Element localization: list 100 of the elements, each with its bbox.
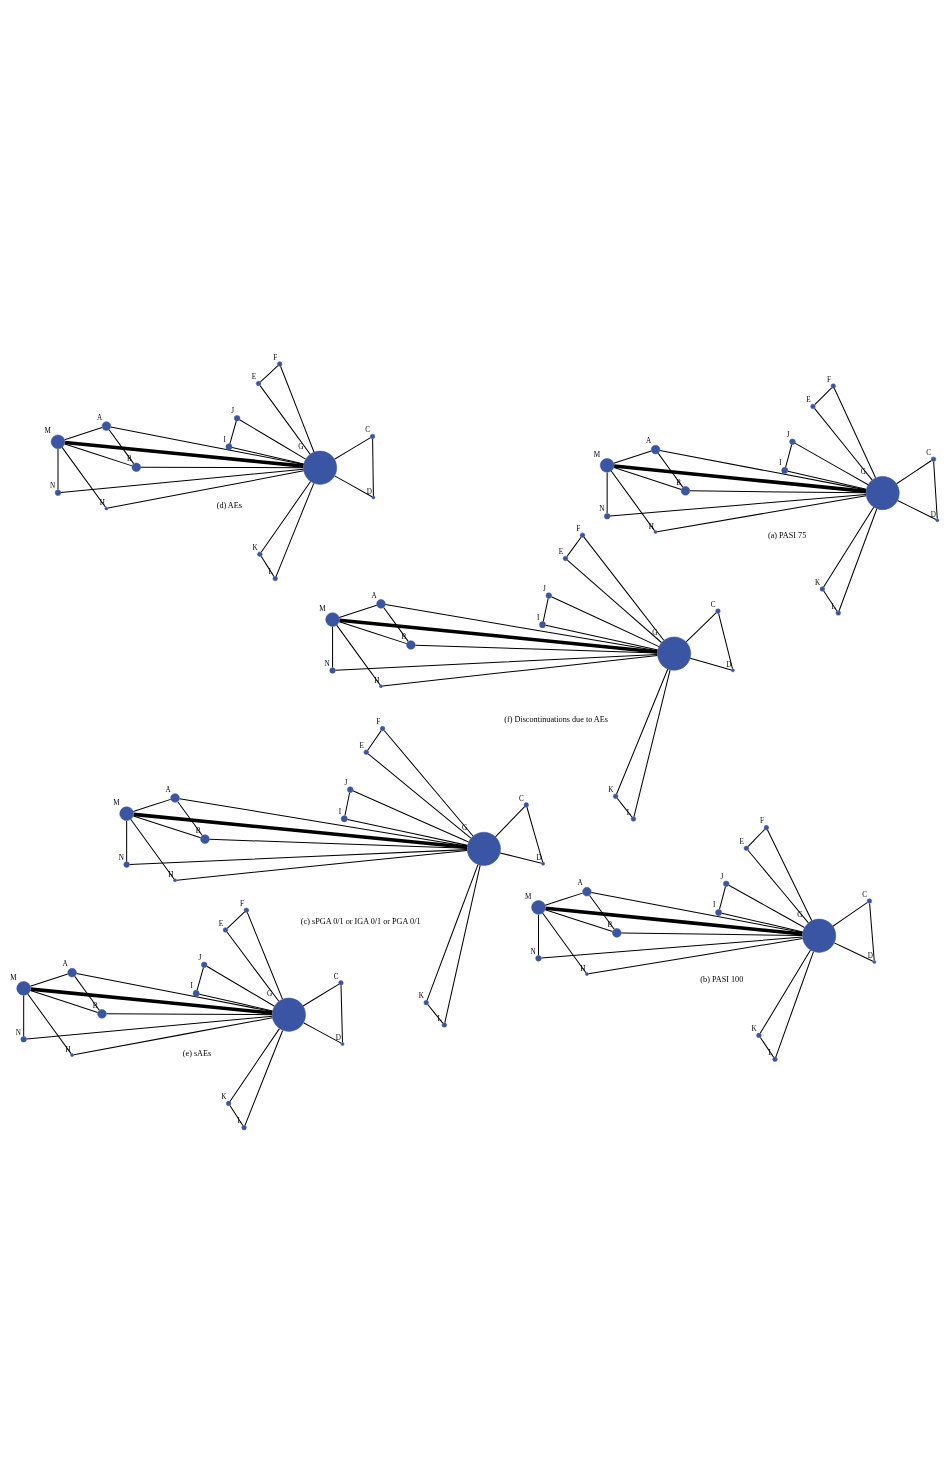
connector — [526, 806, 544, 863]
connector — [260, 555, 275, 577]
connector — [108, 429, 135, 465]
node-circle — [200, 834, 210, 844]
connector — [239, 419, 307, 460]
connector — [785, 444, 793, 468]
node-circle — [830, 383, 836, 389]
node-circle — [16, 981, 31, 996]
connector — [302, 983, 340, 1007]
node-circle — [579, 532, 586, 538]
connector — [367, 730, 382, 751]
node-circle — [192, 990, 200, 997]
node-circle — [173, 878, 177, 883]
connector — [334, 475, 373, 498]
connector — [814, 387, 833, 406]
node-circle — [756, 1032, 762, 1038]
connector — [231, 447, 305, 465]
connector — [334, 653, 658, 671]
connector — [550, 596, 660, 648]
connector — [659, 449, 867, 491]
node-circle — [222, 927, 228, 933]
node-circle — [347, 786, 354, 793]
connector — [346, 818, 469, 846]
node-circle — [201, 961, 208, 968]
node-circle — [225, 443, 233, 451]
connector — [382, 654, 658, 687]
connector — [132, 798, 172, 813]
node-circle — [371, 495, 376, 500]
node-circle — [277, 361, 283, 367]
connector — [833, 387, 877, 479]
connector — [129, 849, 468, 865]
connector — [544, 892, 584, 906]
connector — [226, 931, 280, 1002]
connector — [178, 798, 468, 847]
node-circle — [865, 476, 900, 510]
connector — [610, 470, 656, 532]
connector — [414, 644, 658, 654]
connector — [613, 467, 682, 490]
node-circle — [866, 898, 872, 904]
node-circle — [523, 802, 529, 808]
connector — [64, 426, 103, 441]
node-circle — [731, 668, 735, 673]
connector — [823, 590, 838, 612]
connector — [132, 815, 202, 839]
connector — [226, 911, 246, 929]
connector — [728, 884, 805, 928]
connector — [616, 797, 633, 818]
node-circle — [376, 599, 386, 609]
node-circle — [329, 667, 336, 674]
connector — [177, 801, 203, 836]
node-circle — [340, 1042, 345, 1046]
connector — [583, 536, 665, 641]
connector — [64, 440, 304, 468]
connector — [75, 973, 273, 1013]
connector — [383, 730, 474, 837]
node-circle — [539, 621, 546, 628]
connector — [244, 1029, 284, 1126]
node-circle — [930, 456, 937, 462]
node-circle — [119, 806, 134, 821]
connector — [566, 536, 582, 557]
connector — [833, 942, 874, 962]
connector — [794, 442, 869, 486]
connector — [766, 829, 813, 922]
connector — [338, 604, 378, 618]
connector — [542, 912, 587, 974]
connector — [229, 1028, 280, 1102]
node-circle — [613, 793, 619, 799]
connector — [545, 624, 659, 651]
connector — [336, 624, 381, 686]
node-circle — [531, 900, 546, 915]
connector — [338, 621, 408, 645]
connector — [747, 849, 809, 924]
node-circle — [772, 1056, 778, 1062]
connector — [229, 1104, 244, 1127]
connector — [494, 806, 526, 838]
connector — [832, 901, 868, 927]
connector — [685, 612, 717, 643]
node-circle — [763, 825, 769, 831]
connector — [588, 937, 804, 975]
connector — [29, 973, 69, 987]
connector — [633, 669, 671, 818]
label: (e) sAEs — [182, 1048, 212, 1058]
connector — [838, 508, 878, 612]
label: (f) Discontinuations due to AEs — [504, 715, 608, 725]
connector — [613, 464, 867, 494]
connector — [60, 468, 304, 493]
node-circle — [170, 793, 180, 803]
connector — [444, 864, 481, 1024]
connector — [29, 990, 99, 1013]
connector — [107, 470, 305, 509]
connector — [367, 753, 472, 839]
node-circle — [781, 467, 789, 474]
node-circle — [20, 1036, 27, 1043]
node-circle — [379, 684, 383, 688]
connector — [64, 443, 133, 467]
connector — [656, 495, 867, 533]
connector — [259, 385, 311, 455]
node-circle — [423, 1000, 429, 1006]
node-circle — [789, 438, 796, 445]
connector — [332, 626, 334, 669]
